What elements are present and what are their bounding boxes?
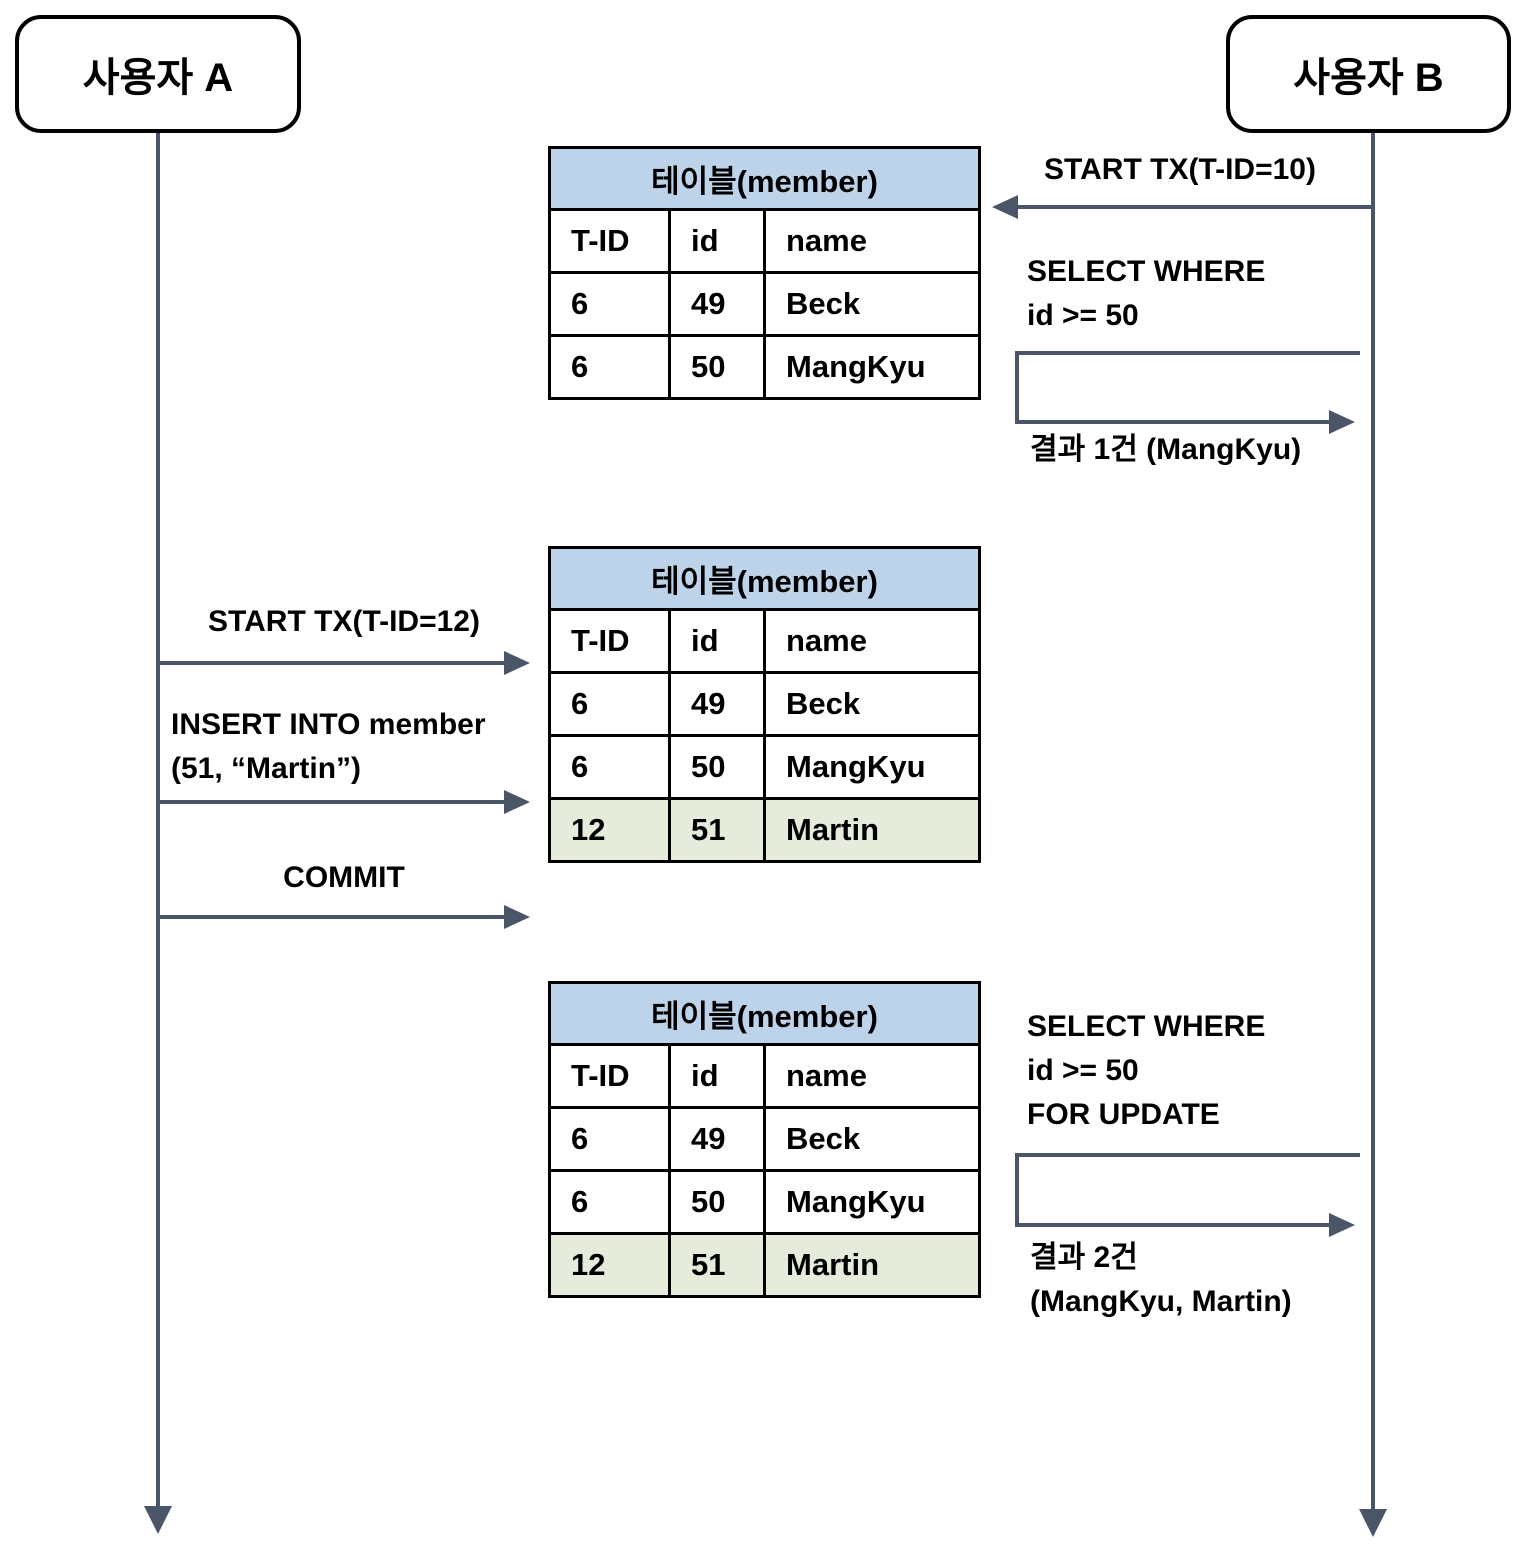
cell: 12 xyxy=(548,797,671,863)
lifeline-b xyxy=(1371,133,1375,1511)
result-2-line2: (MangKyu, Martin) xyxy=(1030,1285,1292,1318)
cell: 12 xyxy=(548,1232,671,1298)
cell: 6 xyxy=(548,1106,671,1172)
select-1-loop-left-line xyxy=(1015,351,1019,424)
select-1-loop-top-line xyxy=(1015,351,1360,355)
actor-a-box: 사용자 A xyxy=(15,15,301,133)
select-2-loop-left-line xyxy=(1015,1153,1019,1227)
msg-start-tx-b-line xyxy=(1014,205,1373,209)
cell: 51 xyxy=(668,797,766,863)
table-3-col-name: name xyxy=(763,1043,981,1109)
cell: Martin xyxy=(763,797,981,863)
cell: MangKyu xyxy=(763,734,981,800)
table-2-header-row: T-ID id name xyxy=(548,608,981,674)
label-result-2: 결과 2건 (MangKyu, Martin) xyxy=(1030,1236,1292,1324)
table-row: 6 49 Beck xyxy=(548,1106,981,1172)
table-1-col-name: name xyxy=(763,208,981,274)
actor-b-label: 사용자 B xyxy=(1293,56,1444,100)
result-2-line1: 결과 2건 xyxy=(1030,1241,1138,1274)
cell: Beck xyxy=(763,671,981,737)
table-1-col-id: id xyxy=(668,208,766,274)
msg-commit-line xyxy=(158,915,506,919)
cell: 6 xyxy=(548,671,671,737)
member-table-2: 테이블(member) T-ID id name 6 49 Beck 6 50 … xyxy=(548,546,981,863)
table-3-header-row: T-ID id name xyxy=(548,1043,981,1109)
member-table-3: 테이블(member) T-ID id name 6 49 Beck 6 50 … xyxy=(548,981,981,1298)
lifeline-a xyxy=(156,133,160,1508)
label-start-tx-a: START TX(T-ID=12) xyxy=(208,605,480,638)
label-result-1: 결과 1건 (MangKyu) xyxy=(1030,433,1302,466)
label-start-tx-b: START TX(T-ID=10) xyxy=(1044,153,1316,186)
select-2-loop-top-line xyxy=(1015,1153,1360,1157)
table-2-col-tid: T-ID xyxy=(548,608,671,674)
table-2-col-name: name xyxy=(763,608,981,674)
table-3-title: 테이블(member) xyxy=(548,981,981,1046)
table-1-col-tid: T-ID xyxy=(548,208,671,274)
table-2-title: 테이블(member) xyxy=(548,546,981,611)
table-row: 6 49 Beck xyxy=(548,271,981,337)
insert-line2: (51, “Martin”) xyxy=(171,752,362,785)
table-row-inserted: 12 51 Martin xyxy=(548,1232,981,1298)
msg-commit-arrowhead-icon xyxy=(504,905,530,929)
select-2-loop-bottom-line xyxy=(1015,1223,1331,1227)
table-row: 6 49 Beck xyxy=(548,671,981,737)
cell: 49 xyxy=(668,1106,766,1172)
table-2-col-id: id xyxy=(668,608,766,674)
cell: 6 xyxy=(548,1169,671,1235)
cell: 6 xyxy=(548,334,671,400)
label-select-2: SELECT WHERE id >= 50 FOR UPDATE xyxy=(1027,1005,1265,1137)
cell: 51 xyxy=(668,1232,766,1298)
actor-b-box: 사용자 B xyxy=(1226,15,1511,133)
cell: Beck xyxy=(763,1106,981,1172)
cell: MangKyu xyxy=(763,334,981,400)
insert-line1: INSERT INTO member xyxy=(171,708,486,741)
table-row: 6 50 MangKyu xyxy=(548,1169,981,1235)
cell: 50 xyxy=(668,1169,766,1235)
table-row: 6 50 MangKyu xyxy=(548,334,981,400)
select-2-loop-arrowhead-icon xyxy=(1329,1213,1355,1237)
lifeline-b-arrowhead-icon xyxy=(1359,1509,1387,1537)
table-3-col-id: id xyxy=(668,1043,766,1109)
cell: Martin xyxy=(763,1232,981,1298)
cell: Beck xyxy=(763,271,981,337)
msg-start-tx-b-arrowhead-icon xyxy=(992,195,1018,219)
cell: 6 xyxy=(548,734,671,800)
label-insert: INSERT INTO member (51, “Martin”) xyxy=(171,703,486,791)
cell: 49 xyxy=(668,671,766,737)
msg-insert-line xyxy=(158,800,506,804)
label-select-1: SELECT WHERE id >= 50 xyxy=(1027,250,1265,338)
cell: MangKyu xyxy=(763,1169,981,1235)
select-1-line2: id >= 50 xyxy=(1027,299,1139,332)
msg-start-tx-a-arrowhead-icon xyxy=(504,651,530,675)
cell: 6 xyxy=(548,271,671,337)
label-commit: COMMIT xyxy=(283,861,405,894)
msg-start-tx-a-line xyxy=(158,661,506,665)
table-1-title: 테이블(member) xyxy=(548,146,981,211)
cell: 50 xyxy=(668,334,766,400)
select-2-line1: SELECT WHERE xyxy=(1027,1010,1266,1043)
select-1-line1: SELECT WHERE xyxy=(1027,255,1266,288)
cell: 49 xyxy=(668,271,766,337)
table-1-header-row: T-ID id name xyxy=(548,208,981,274)
actor-a-label: 사용자 A xyxy=(82,56,234,100)
select-1-loop-arrowhead-icon xyxy=(1329,410,1355,434)
msg-insert-arrowhead-icon xyxy=(504,790,530,814)
member-table-1: 테이블(member) T-ID id name 6 49 Beck 6 50 … xyxy=(548,146,981,400)
lifeline-a-arrowhead-icon xyxy=(144,1506,172,1534)
table-row-inserted: 12 51 Martin xyxy=(548,797,981,863)
table-3-col-tid: T-ID xyxy=(548,1043,671,1109)
cell: 50 xyxy=(668,734,766,800)
select-1-loop-bottom-line xyxy=(1015,420,1331,424)
table-row: 6 50 MangKyu xyxy=(548,734,981,800)
select-2-line2: id >= 50 xyxy=(1027,1054,1139,1087)
select-2-line3: FOR UPDATE xyxy=(1027,1098,1220,1131)
